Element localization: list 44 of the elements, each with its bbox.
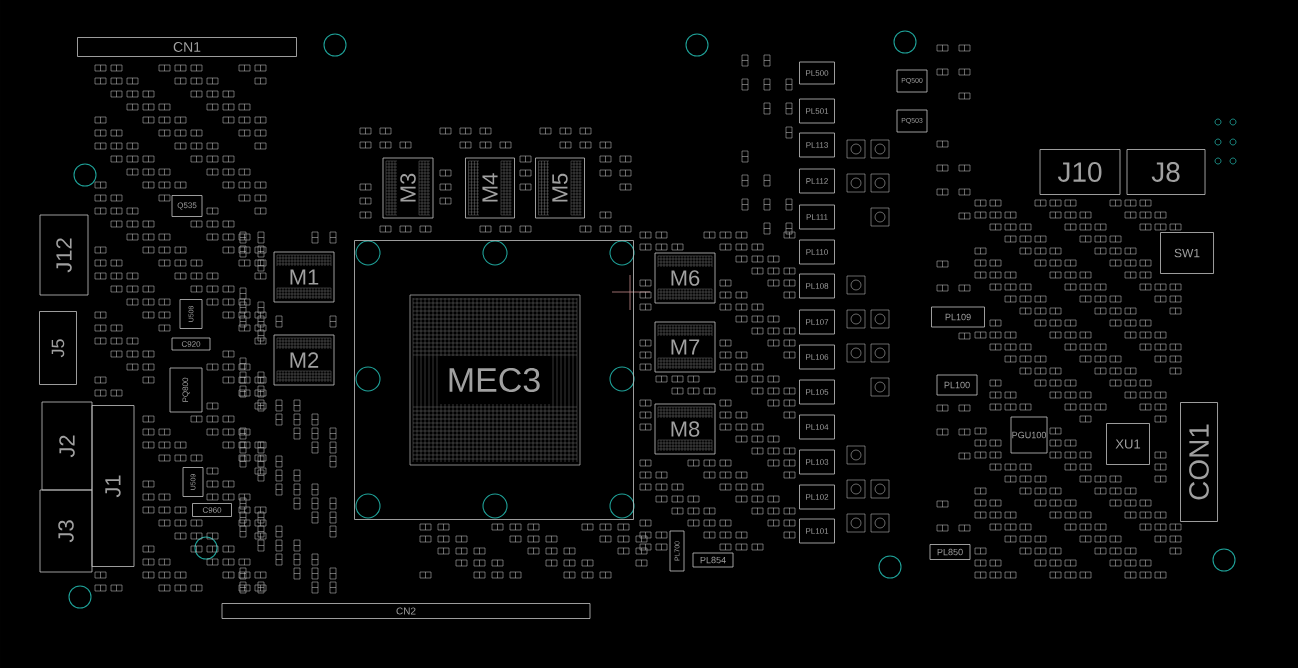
inductor-outline: PL110 [799, 239, 835, 265]
inductor-outline: PL106 [799, 344, 835, 370]
connector-outline: J3 [39, 489, 93, 573]
connector-outline: J10 [1039, 149, 1121, 195]
transistor-outline: PQ800 [169, 367, 203, 413]
connector-outline: J5 [39, 311, 77, 385]
inductor-outline: PL101 [799, 518, 835, 544]
switch-outline: SW1 [1160, 232, 1214, 274]
connector-outline: J12 [39, 214, 89, 296]
inductor-outline: PL111 [799, 204, 835, 230]
inductor-outline: PL854 [692, 552, 734, 568]
ic-outline: XU1 [1106, 423, 1150, 465]
inductor-outline: PL108 [799, 273, 835, 299]
memory-chip-outline: M3 [382, 157, 434, 219]
connector-outline: CN1 [77, 37, 297, 57]
inductor-outline: PL500 [799, 61, 835, 85]
memory-chip-outline: M8 [654, 403, 716, 455]
inductor-outline: PL104 [799, 414, 835, 440]
inductor-outline: PL109 [931, 306, 985, 328]
capacitor-outline: C920 [171, 337, 211, 351]
connector-outline: CN2 [221, 603, 591, 619]
ic-outline: PGU100 [1010, 416, 1048, 454]
inductor-outline: PL850 [929, 544, 971, 560]
connector-outline: CON1 [1180, 402, 1218, 522]
inductor-outline: PL501 [799, 98, 835, 124]
connector-outline: J2 [41, 401, 93, 491]
inductor-outline: PL102 [799, 484, 835, 510]
inductor-outline: PL113 [799, 132, 835, 158]
memory-chip-outline: M7 [654, 321, 716, 373]
capacitor-outline: C960 [192, 503, 232, 517]
memory-chip-outline: M4 [465, 157, 515, 219]
inductor-outline: PL112 [799, 168, 835, 194]
memory-chip-outline: M2 [273, 334, 335, 386]
transistor-outline: Q535 [171, 195, 203, 217]
processor-outline: MEC3 [354, 240, 634, 520]
memory-chip-outline: M6 [654, 252, 716, 304]
inductor-outline: PL103 [799, 449, 835, 475]
inductor-outline: PL100 [936, 374, 978, 396]
memory-chip-outline: M1 [273, 251, 335, 303]
connector-outline: J8 [1126, 149, 1206, 195]
connector-outline: J1 [91, 405, 135, 567]
inductor-outline: PL105 [799, 379, 835, 405]
inductor-outline: PL107 [799, 309, 835, 335]
memory-chip-outline: M5 [535, 157, 585, 219]
